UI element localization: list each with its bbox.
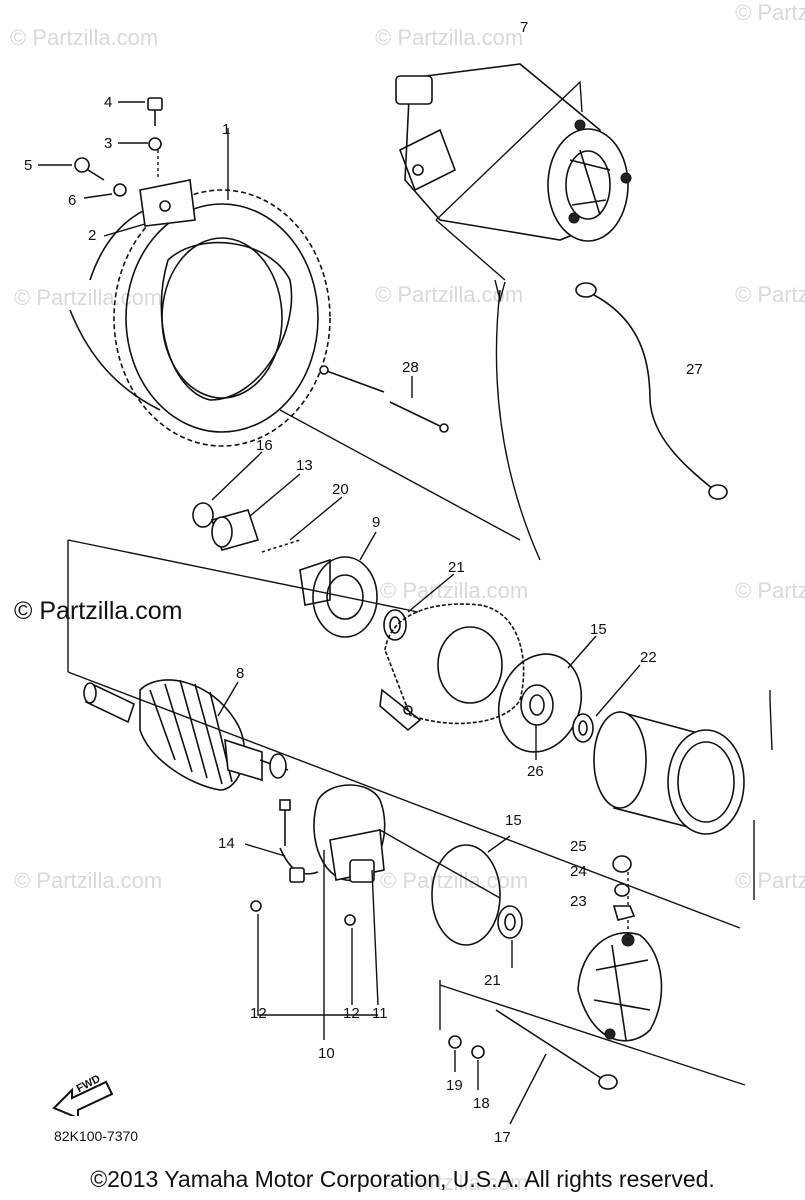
bracket-fasteners (38, 97, 196, 237)
callout-26: 26 (527, 763, 544, 780)
yoke (593, 710, 745, 835)
callout-23: 23 (570, 893, 587, 910)
callout-16: 16 (256, 437, 273, 454)
callout-9: 9 (372, 514, 380, 531)
callout-20: 20 (332, 481, 349, 498)
callout-10: 10 (318, 1045, 335, 1062)
fwd-arrow-icon (52, 1080, 114, 1116)
callout-15: 15 (505, 812, 522, 829)
callout-1: 1 (222, 121, 230, 138)
through-bolts (319, 365, 449, 433)
callout-2: 2 (88, 227, 96, 244)
callout-21: 21 (448, 559, 465, 576)
callout-27: 27 (686, 361, 703, 378)
watermark: © Partzilla.com (380, 578, 528, 603)
callout-labels: 1 2 3 4 5 6 7 8 9 10 11 12 12 13 14 15 1… (24, 19, 703, 1146)
callout-3: 3 (104, 135, 112, 152)
callout-11: 11 (372, 1005, 388, 1022)
watermark-grid: © Partzilla.com © Partzilla.com © Partzi… (10, 0, 805, 1195)
watermark: © Partzilla.com (735, 578, 805, 603)
copyright-notice: ©2013 Yamaha Motor Corporation, U.S.A. A… (90, 1166, 715, 1192)
callout-24: 24 (570, 863, 587, 880)
rear-seals (431, 835, 523, 968)
callout-28: 28 (402, 359, 419, 376)
watermark: © Partzilla.com (10, 25, 158, 50)
callout-5: 5 (24, 157, 32, 174)
seals-and-washers (497, 635, 641, 760)
long-bolt-and-washers (448, 1009, 618, 1125)
brush-plate (244, 784, 501, 1040)
callout-12: 12 (343, 1005, 360, 1022)
watermark: © Partzilla.com (380, 1170, 528, 1195)
callout-7: 7 (520, 19, 528, 36)
watermark: © Partzilla.com (735, 0, 805, 25)
callout-25: 25 (570, 838, 587, 855)
watermark: © Partzilla.com (14, 868, 162, 893)
ring-gear (69, 128, 521, 541)
armature (83, 679, 289, 791)
watermark: © Partzilla.com (735, 868, 805, 893)
watermark: © Partzilla.com (14, 285, 162, 310)
callout-18: 18 (473, 1095, 490, 1112)
exploded-outline (67, 279, 773, 1086)
watermark: © Partzilla.com (735, 282, 805, 307)
watermark-main: © Partzilla.com (14, 597, 183, 625)
callout-8: 8 (236, 665, 244, 682)
callout-15: 15 (590, 621, 607, 638)
callout-22: 22 (640, 649, 657, 666)
callout-21: 21 (484, 972, 501, 989)
front-housing (379, 603, 525, 732)
callout-17: 17 (494, 1129, 511, 1146)
rear-cover (577, 855, 663, 1042)
starter-motor-assembly (395, 63, 632, 281)
callout-6: 6 (68, 192, 76, 209)
diagram-code: 82K100-7370 (54, 1128, 139, 1144)
callout-12: 12 (250, 1005, 267, 1022)
watermark: © Partzilla.com (375, 25, 523, 50)
callout-19: 19 (446, 1077, 463, 1094)
callout-14: 14 (218, 835, 235, 852)
callout-4: 4 (104, 94, 112, 111)
callout-13: 13 (296, 457, 313, 474)
lead-wire (575, 282, 728, 500)
